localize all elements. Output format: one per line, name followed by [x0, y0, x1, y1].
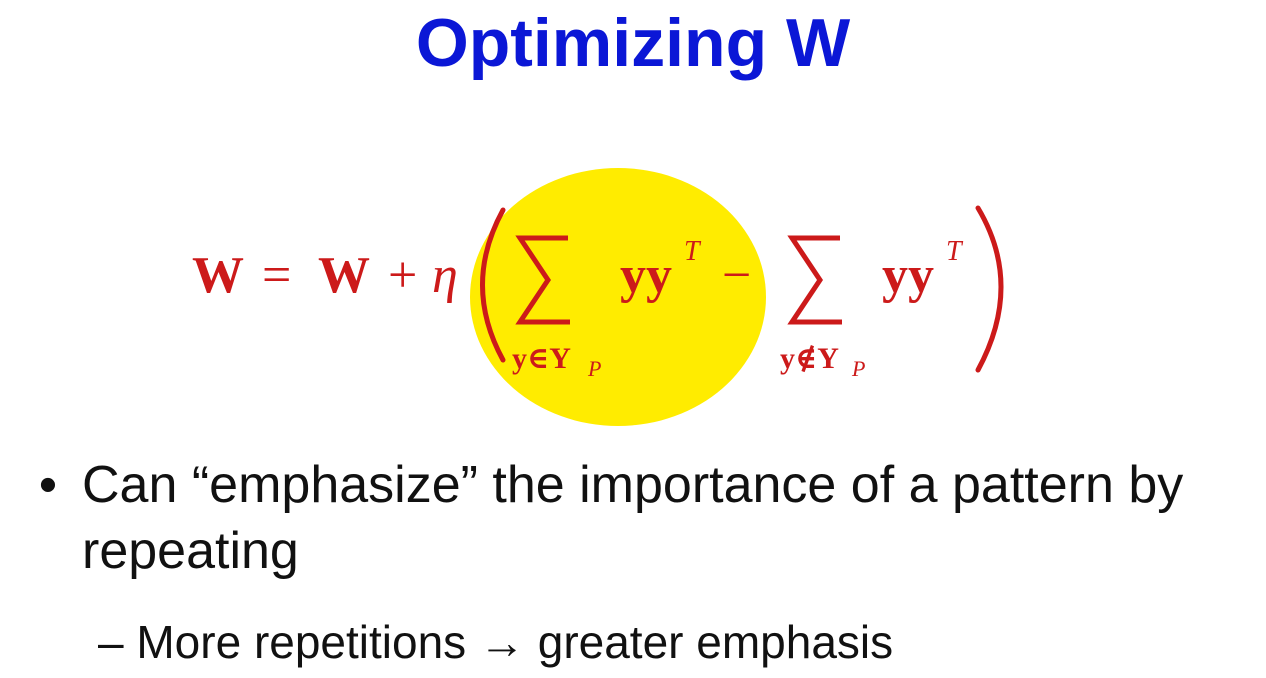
formula-equals: =	[262, 247, 291, 304]
term-2: yy	[882, 247, 934, 304]
formula-eta: η	[432, 247, 458, 304]
yellow-highlight-ellipse	[470, 168, 766, 426]
sum2-index-sub: P	[851, 356, 865, 381]
slide-title: Optimizing W	[415, 5, 851, 81]
update-formula: W = W + η y∈Y P yy T − y∉Y P yy T	[0, 170, 1266, 430]
term-2-sup: T	[946, 236, 964, 267]
sum2-index: y∉Y	[780, 342, 839, 375]
sum-sign-2	[787, 235, 842, 325]
sum-sign-1	[515, 235, 570, 325]
formula-plus: +	[388, 247, 417, 304]
formula-rhs-w: W	[318, 247, 370, 304]
sub-bullet-text: – More repetitions → greater emphasis	[98, 616, 894, 668]
left-paren	[480, 207, 506, 363]
term-1: yy	[620, 247, 672, 304]
right-paren	[975, 205, 1004, 373]
sum1-index-sub: P	[587, 356, 601, 381]
term-1-sup: T	[684, 236, 702, 267]
bullet-item: • Can “emphasize” the importance of a pa…	[28, 452, 1258, 584]
formula-svg: W = W + η y∈Y P yy T − y∉Y P yy T	[192, 205, 1004, 381]
formula-lhs-w: W	[192, 247, 244, 304]
bullet-marker: •	[38, 456, 58, 514]
formula-minus: −	[722, 247, 751, 304]
sum1-index: y∈Y	[512, 342, 571, 375]
bullet-text: Can “emphasize” the importance of a patt…	[82, 456, 1184, 580]
